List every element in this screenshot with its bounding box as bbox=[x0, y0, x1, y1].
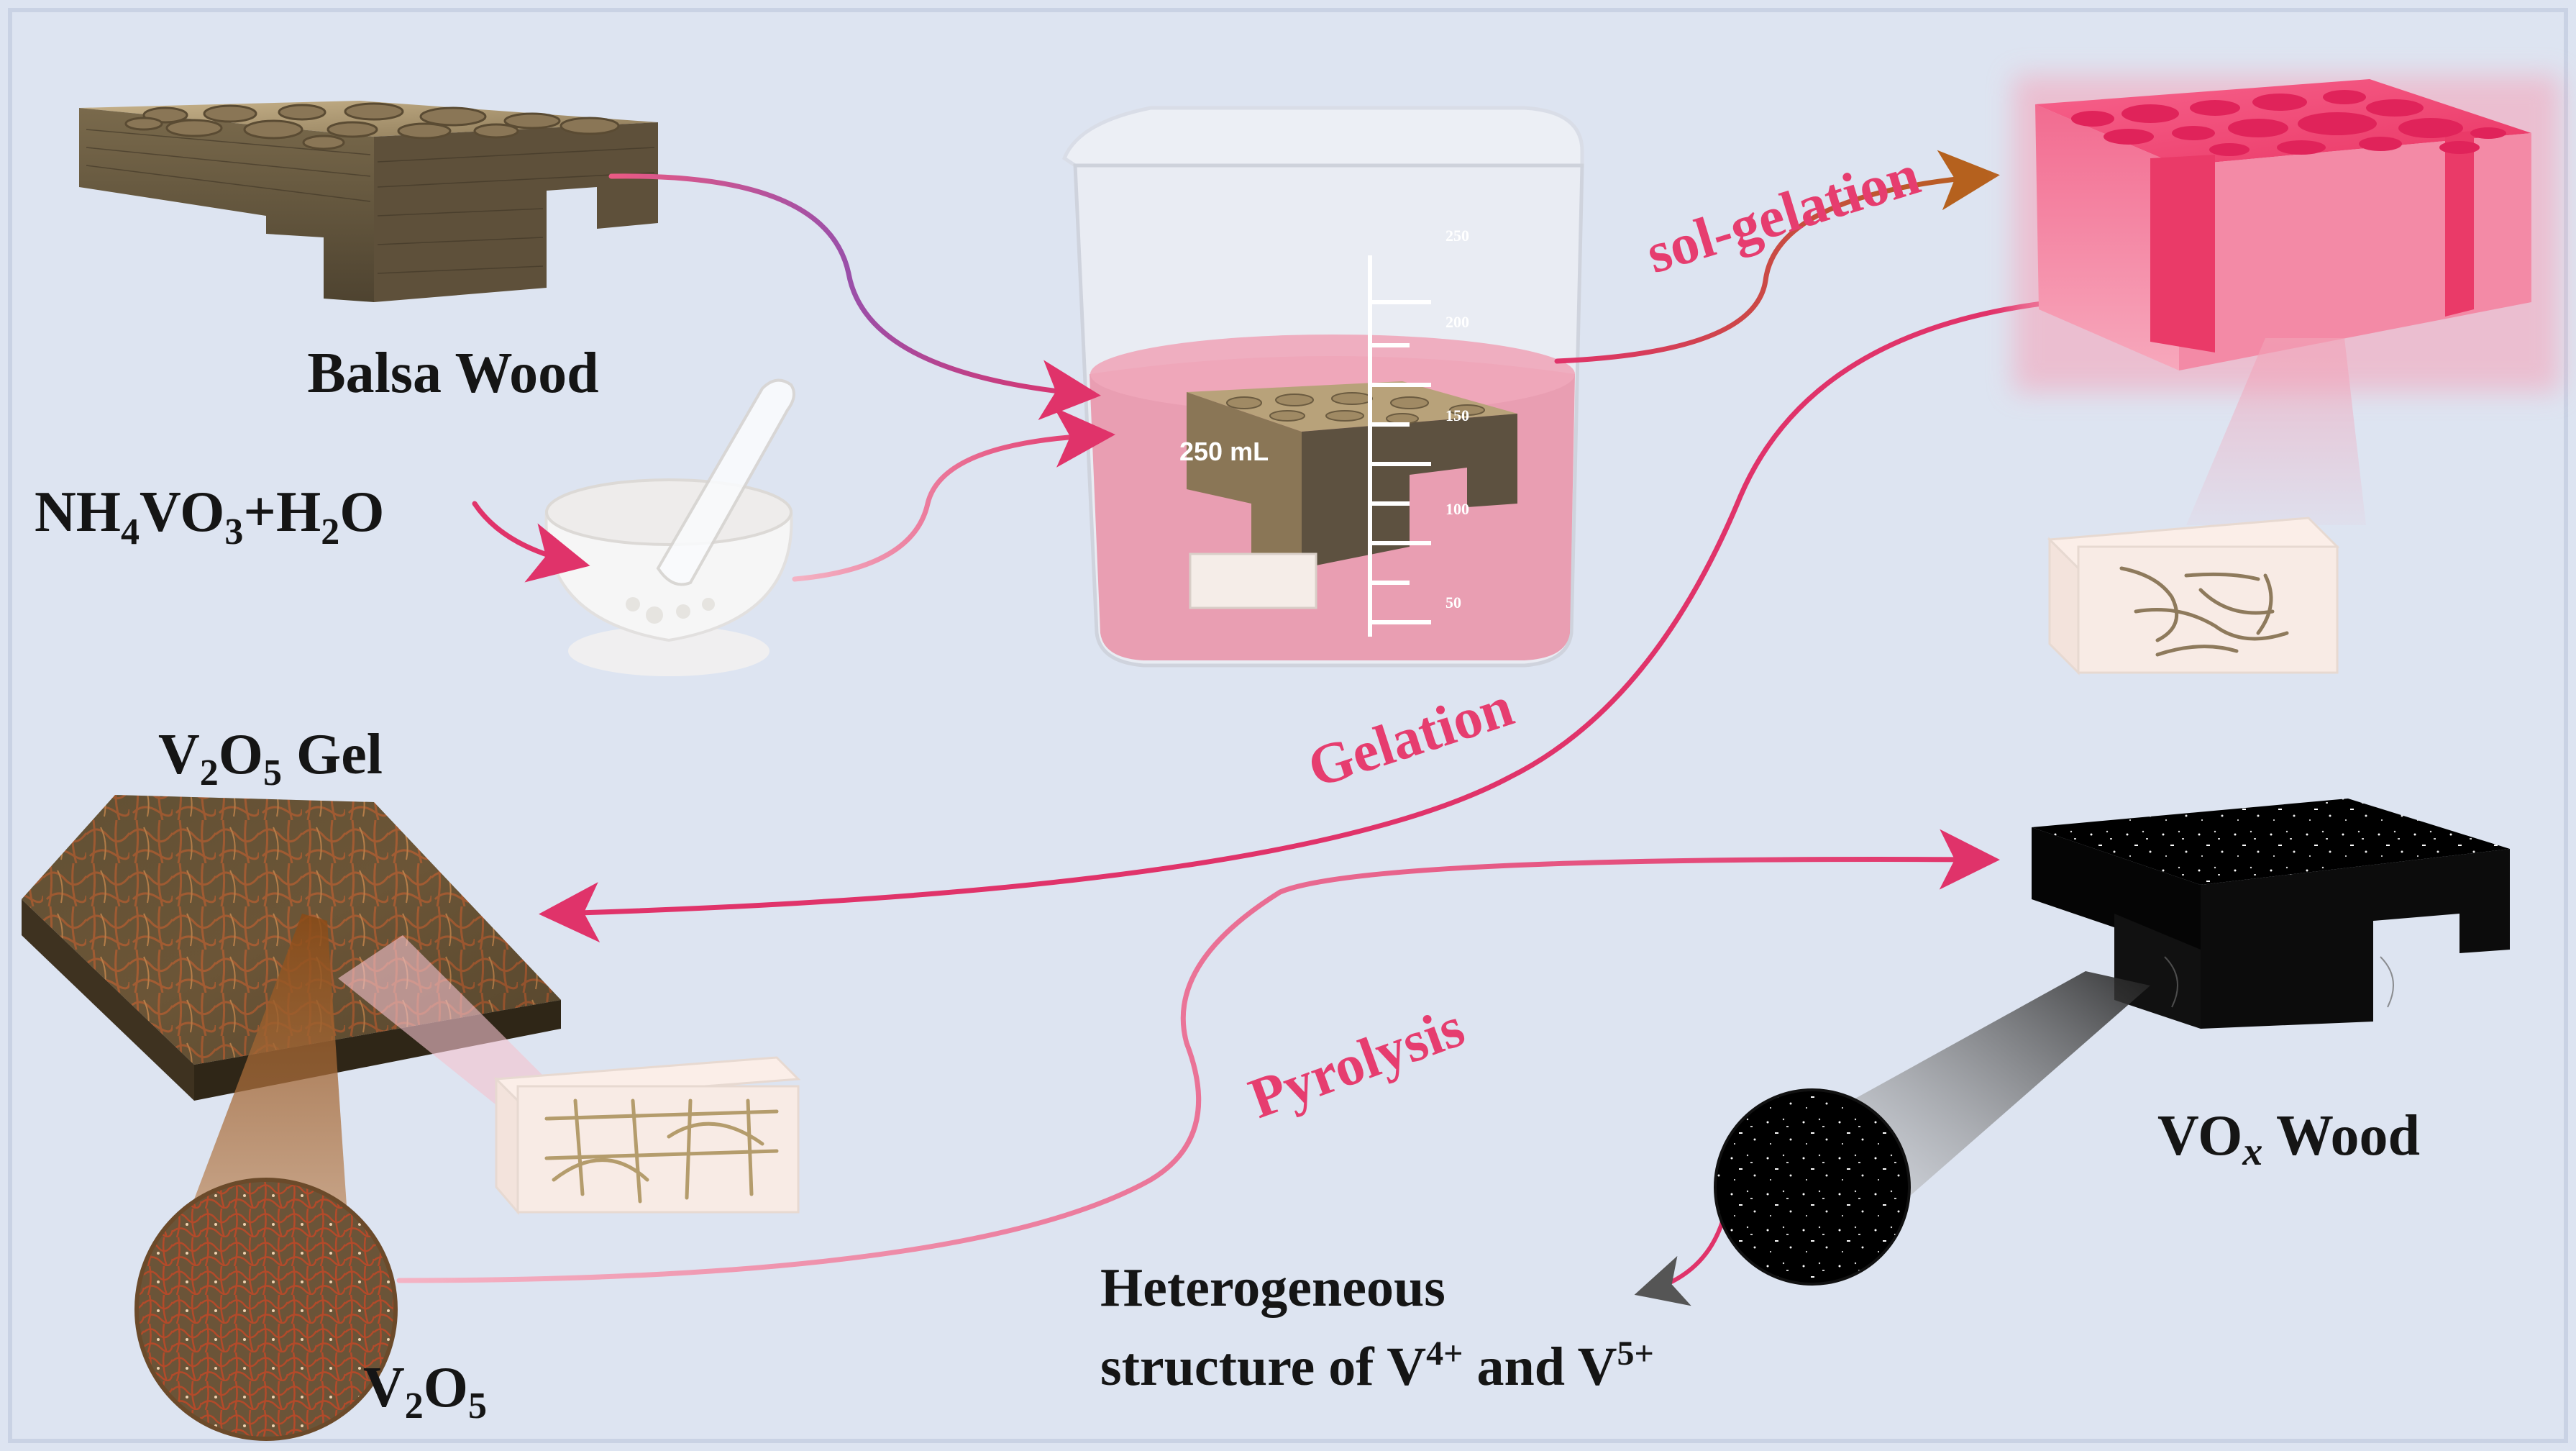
beaker-mark: 50 bbox=[1445, 593, 1461, 611]
beaker-icon: 250 200 150 100 50 250 mL bbox=[1061, 106, 1584, 668]
vox-wood-block-icon bbox=[2032, 799, 2510, 1029]
v2o5-zoom-beam bbox=[180, 914, 349, 1237]
v2o5-magnified-circle-icon bbox=[134, 1178, 398, 1441]
heterogeneous-label-line2: structure of V4+ and V5+ bbox=[1100, 1334, 1654, 1397]
precursor-label: NH4VO3+H2O bbox=[35, 481, 384, 552]
fiber-network-box-icon bbox=[493, 1056, 801, 1216]
pyrolysis-arrow bbox=[396, 829, 2000, 1283]
beaker-to-gel-arrow bbox=[1554, 150, 2000, 364]
balsa-wood-block-icon bbox=[79, 101, 658, 302]
beaker-mark: 150 bbox=[1445, 406, 1469, 424]
gelation-arrow bbox=[539, 294, 2168, 943]
wood-to-beaker-arrow bbox=[608, 173, 1101, 421]
mortar-to-beaker-arrow bbox=[792, 406, 1115, 582]
beaker-mark: 200 bbox=[1445, 313, 1469, 331]
precursor-to-mortar-arrow bbox=[472, 501, 590, 583]
beaker-volume-label: 250 mL bbox=[1179, 437, 1269, 466]
balsa-wood-label: Balsa Wood bbox=[307, 342, 598, 405]
v2o5-label: V2O5 bbox=[363, 1356, 487, 1427]
network-zoom-beam bbox=[338, 935, 547, 1122]
process-arrows bbox=[396, 150, 2168, 1306]
diagram-panel bbox=[8, 8, 2568, 1443]
vox-magnified-circle-icon bbox=[1714, 1088, 1911, 1286]
heterogeneous-label-line1: Heterogeneous bbox=[1100, 1257, 1445, 1318]
beaker-mark: 250 bbox=[1445, 227, 1469, 245]
pink-gel-block-icon bbox=[2014, 76, 2560, 392]
vox-wood-label: VOx Wood bbox=[2157, 1104, 2420, 1174]
pink-zoom-beam bbox=[2186, 338, 2366, 525]
fiber-inset-box-icon bbox=[2047, 517, 2340, 676]
v2o5-gel-label: V2O5 Gel bbox=[158, 723, 383, 793]
beaker-mark: 100 bbox=[1445, 500, 1469, 518]
mortar-and-pestle-icon bbox=[544, 378, 795, 676]
